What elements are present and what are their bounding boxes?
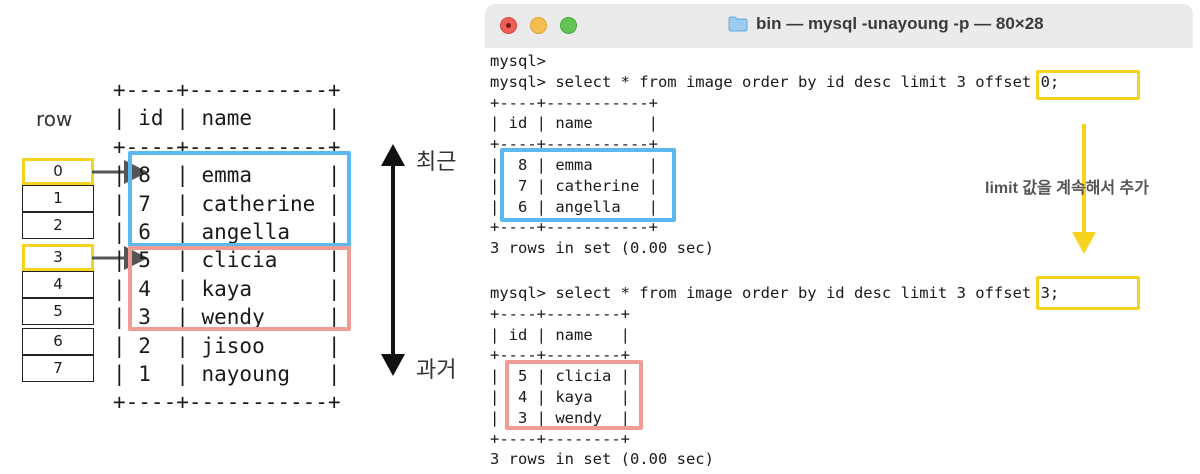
offset-0-highlight [1036, 70, 1140, 100]
time-axis-line [391, 164, 395, 356]
row-label: row [36, 107, 73, 131]
folder-icon [728, 16, 748, 32]
arrow-up-icon [381, 144, 405, 166]
row-index-cell: 7 [22, 355, 94, 382]
arrow-down-icon [381, 354, 405, 376]
window-title: bin — mysql -unayoung -p — 80×28 [756, 14, 1044, 33]
row-index-cell: 1 [22, 185, 94, 212]
row-index-cell: 6 [22, 328, 94, 355]
query1-result-frame [500, 148, 676, 222]
second-page-frame [128, 246, 351, 331]
terminal-output-query-2: mysql> select * from image order by id d… [490, 284, 1060, 469]
terminal-titlebar [485, 4, 1193, 48]
minimize-window-button[interactable] [530, 17, 547, 34]
row-pointer-arrows [92, 160, 148, 270]
maximize-window-button[interactable] [560, 17, 577, 34]
query2-result-frame [505, 360, 643, 430]
row-index-cell: 0 [22, 158, 94, 185]
annotation-arrow-line [1082, 124, 1086, 236]
terminal-output-query-1: mysql> mysql> select * from image order … [490, 52, 1060, 258]
close-window-button[interactable] [500, 17, 517, 34]
row-index-cell: 5 [22, 298, 94, 325]
annotation-text: limit 값을 계속해서 추가 [985, 180, 1149, 197]
row-index-cell: 2 [22, 212, 94, 239]
row-index-cell: 3 [22, 244, 94, 271]
result-table-ascii: +----+-----------+ | id | name | +----+-… [113, 78, 341, 415]
arrow-down-icon [1072, 232, 1096, 254]
axis-label-recent: 최근 [416, 150, 457, 175]
first-page-frame [128, 151, 351, 247]
offset-3-highlight [1036, 276, 1140, 310]
row-index-cell: 4 [22, 271, 94, 298]
axis-label-past: 과거 [416, 358, 457, 383]
